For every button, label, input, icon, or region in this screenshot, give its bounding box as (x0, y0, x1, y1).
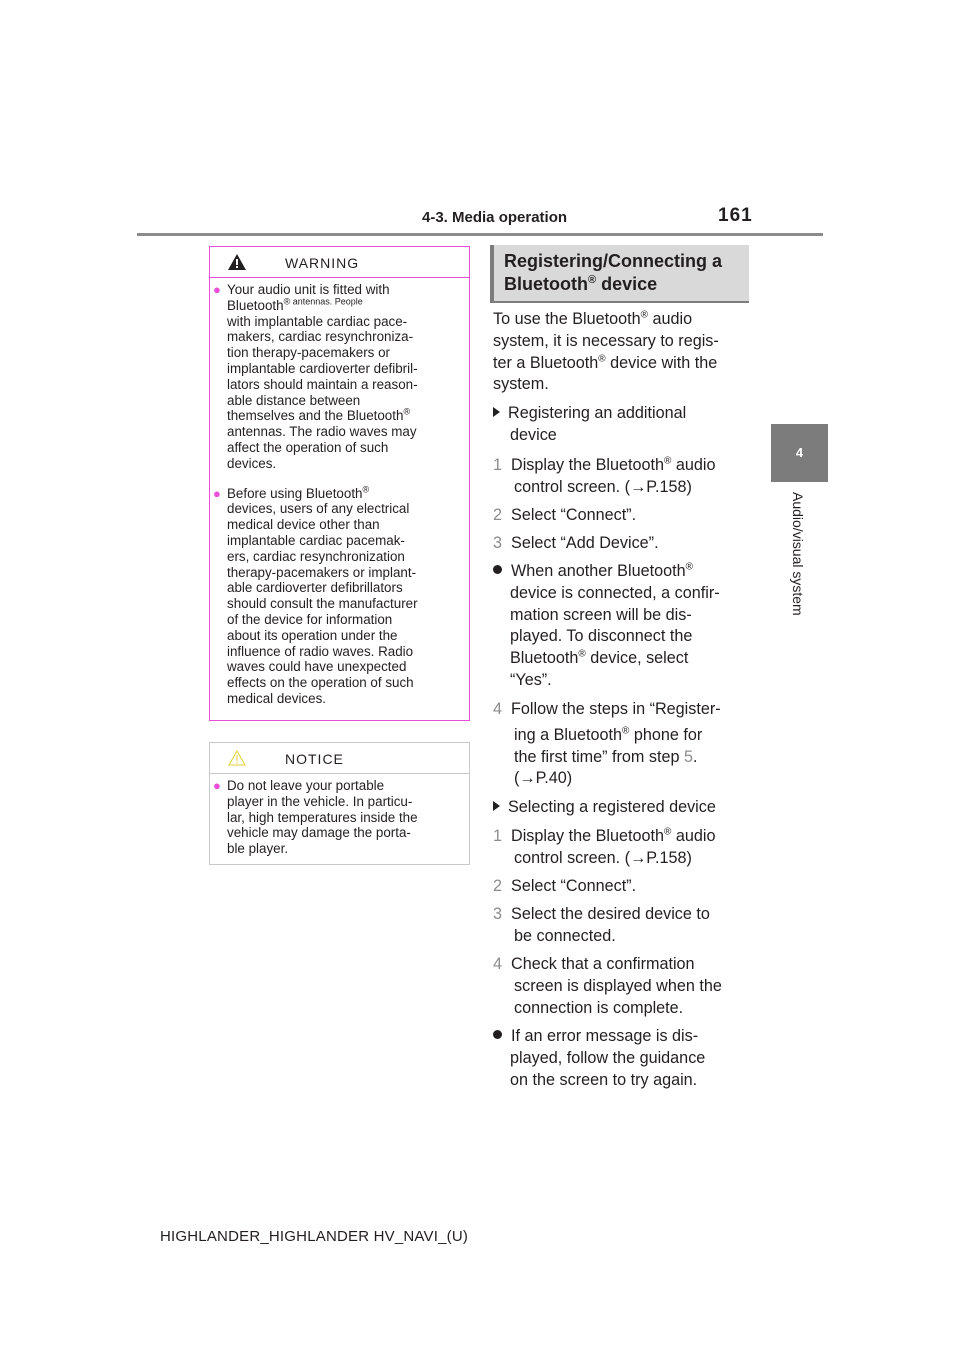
text-line: devices. (227, 455, 277, 471)
notice-box: NOTICE ● Do not leave your portable play… (209, 742, 470, 865)
text-line: therapy-pacemakers or implant- (227, 564, 417, 580)
header-divider (137, 233, 823, 236)
notice-item: ● Do not leave your portable player in t… (210, 778, 469, 857)
register-note: When another Bluetooth® device is connec… (493, 561, 755, 692)
text-line: influence of radio waves. Radio (227, 643, 414, 659)
register-subsection: Registering an additional device (493, 403, 755, 447)
warning-item: ● Your audio unit is fitted with Bluetoo… (210, 282, 469, 472)
footer-model-id: HIGHLANDER_HIGHLANDER HV_NAVI_(U) (160, 1228, 469, 1245)
text-line: implantable cardiac pacemak- (227, 532, 405, 548)
text-line: with implantable cardiac pace- (227, 313, 408, 329)
bullet-icon: ● (213, 282, 221, 297)
chapter-label: Audio/visual system (790, 492, 810, 642)
text-line: Do not leave your portable (227, 778, 385, 793)
select-subsection: Selecting a registered device (493, 797, 716, 819)
chapter-tab: 4 (771, 424, 828, 482)
text-line: player in the vehicle. In particu- (227, 793, 413, 809)
text-line: tion therapy-pacemakers or (227, 345, 390, 361)
chapter-label-text: Audio/visual system (790, 492, 806, 616)
warning-title: WARNING (285, 255, 360, 271)
register-step-4: 4 Follow the steps in “Register- ing a B… (493, 700, 721, 788)
text-line: medical devices. (227, 690, 326, 706)
text-line: about its operation under the (227, 627, 398, 643)
text-line: able cardioverter defibrillators (227, 580, 403, 596)
select-step-3: 3 Select the desired device to be connec… (493, 905, 710, 945)
text-line: devices, users of any electrical (227, 501, 410, 517)
text-line: themselves and the Bluetooth® (227, 406, 411, 424)
section-heading: Registering/Connecting a Bluetooth® devi… (490, 245, 749, 303)
warning-box: WARNING ● Your audio unit is fitted with… (209, 246, 470, 721)
triangle-bullet-icon (493, 407, 500, 417)
error-note: If an error message is dis- played, foll… (493, 1026, 755, 1091)
text-line: Bluetooth® antennas. People (227, 296, 363, 313)
text-line: waves could have unexpected (227, 659, 407, 675)
select-step-2: 2 Select “Connect”. (493, 877, 637, 895)
text-line: ble player. (227, 841, 289, 857)
page-number: 161 (718, 205, 753, 226)
bullet-icon (493, 565, 502, 574)
text-line: implantable cardioverter defibril- (227, 360, 418, 376)
text-line: effects on the operation of such (227, 675, 414, 691)
triangle-bullet-icon (493, 801, 500, 811)
intro-paragraph: To use the Bluetooth® audio system, it i… (493, 309, 719, 394)
bullet-icon: ● (213, 778, 221, 793)
select-step-4: 4 Check that a confirmation screen is di… (493, 955, 722, 1017)
text-line: of the device for information (227, 611, 393, 627)
text-line: makers, cardiac resynchroniza- (227, 329, 414, 345)
heading-line: Registering/Connecting a (504, 251, 723, 271)
text-line: ers, cardiac resynchronization (227, 548, 405, 564)
text-line: Before using Bluetooth® (227, 484, 370, 501)
bullet-icon: ● (213, 485, 221, 501)
warning-item: ● Before using Bluetooth® devices, users… (210, 484, 469, 707)
text-line: Your audio unit is fitted with (227, 282, 390, 297)
text-line: vehicle may damage the porta- (227, 825, 411, 841)
register-step-2: 2 Select “Connect”. (493, 506, 637, 524)
text-line: should consult the manufacturer (227, 596, 418, 612)
text-line: antennas. The radio waves may (227, 424, 417, 440)
caution-icon (228, 750, 246, 766)
register-step-1: 1 Display the Bluetooth® audio control s… (493, 455, 716, 496)
select-step-1: 1 Display the Bluetooth® audio control s… (493, 826, 716, 867)
warning-icon (228, 254, 246, 270)
heading-line: Bluetooth® device (504, 274, 658, 294)
text-line: medical device other than (227, 517, 380, 533)
text-line: lar, high temperatures inside the (227, 809, 418, 825)
section-title: 4-3. Media operation (422, 209, 568, 226)
text-line: lators should maintain a reason- (227, 376, 418, 392)
bullet-icon (493, 1030, 502, 1039)
text-line: affect the operation of such (227, 439, 389, 455)
notice-header: NOTICE (210, 743, 469, 774)
text-line: able distance between (227, 392, 361, 408)
warning-header: WARNING (210, 247, 469, 278)
register-step-3: 3 Select “Add Device”. (493, 534, 659, 552)
notice-title: NOTICE (285, 751, 344, 767)
